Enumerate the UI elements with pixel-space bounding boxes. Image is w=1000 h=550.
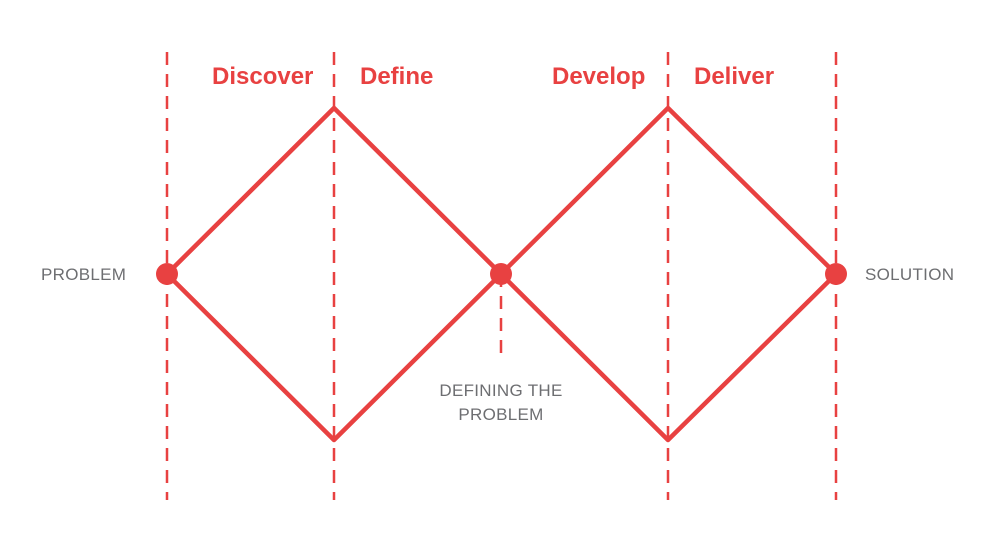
midpoint-node — [490, 263, 512, 285]
phase-label-define: Define — [360, 63, 433, 90]
solution-node — [825, 263, 847, 285]
problem-label: PROBLEM — [41, 265, 126, 284]
problem-node — [156, 263, 178, 285]
phase-label-discover: Discover — [212, 63, 313, 90]
solution-label: SOLUTION — [865, 265, 954, 284]
phase-label-develop: Develop — [552, 63, 645, 90]
midpoint-label-line1: DEFINING THE — [439, 381, 562, 400]
midpoint-label-line2: PROBLEM — [458, 405, 543, 424]
phase-label-deliver: Deliver — [694, 63, 774, 90]
